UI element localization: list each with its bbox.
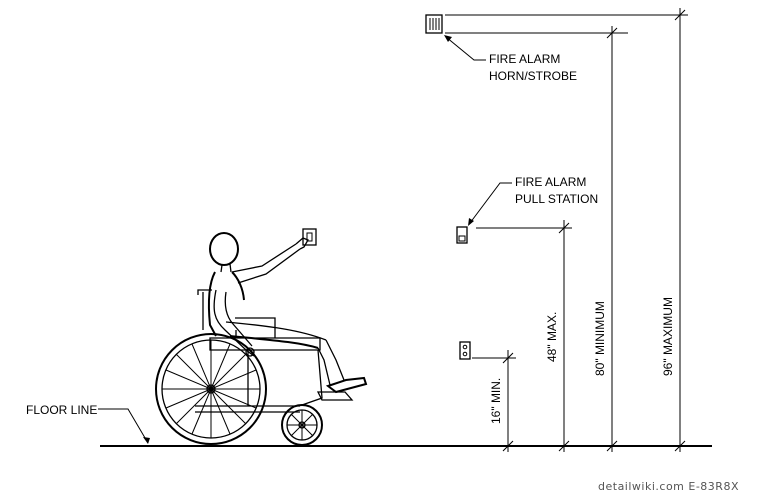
floor-line-label: FLOOR LINE	[26, 403, 97, 417]
dim-text-outlet-min: 16" MIN.	[489, 378, 503, 424]
pull-station-label-line1: FIRE ALARM	[515, 175, 586, 189]
dim-text-strobe-max: 96" MAXIMUM	[661, 297, 675, 376]
floor-line-leader	[98, 408, 149, 444]
dim-text-pull-max: 48" MAX.	[545, 312, 559, 362]
dim-text-strobe-min: 80" MINIMUM	[593, 301, 607, 376]
outlet-device	[459, 341, 471, 360]
dimension-ticks	[502, 9, 686, 452]
horn-strobe-leader	[445, 36, 486, 61]
horn-strobe-label-line1: FIRE ALARM	[489, 52, 560, 66]
horn-strobe-arrowhead	[444, 35, 452, 42]
wheelchair	[155, 289, 354, 446]
pull-station-device	[456, 226, 468, 244]
credit-text: detailwiki.com E-83R8X	[598, 480, 739, 493]
horn-strobe-label-line2: HORN/STROBE	[489, 69, 577, 83]
floor-line-arrowhead	[143, 437, 150, 444]
horn-strobe-device	[425, 14, 443, 34]
pull-station-leader	[469, 182, 512, 224]
person-figure	[207, 232, 368, 394]
wall-switch	[302, 228, 317, 246]
pull-station-label-line2: PULL STATION	[515, 192, 598, 206]
pull-station-arrowhead	[468, 218, 474, 226]
